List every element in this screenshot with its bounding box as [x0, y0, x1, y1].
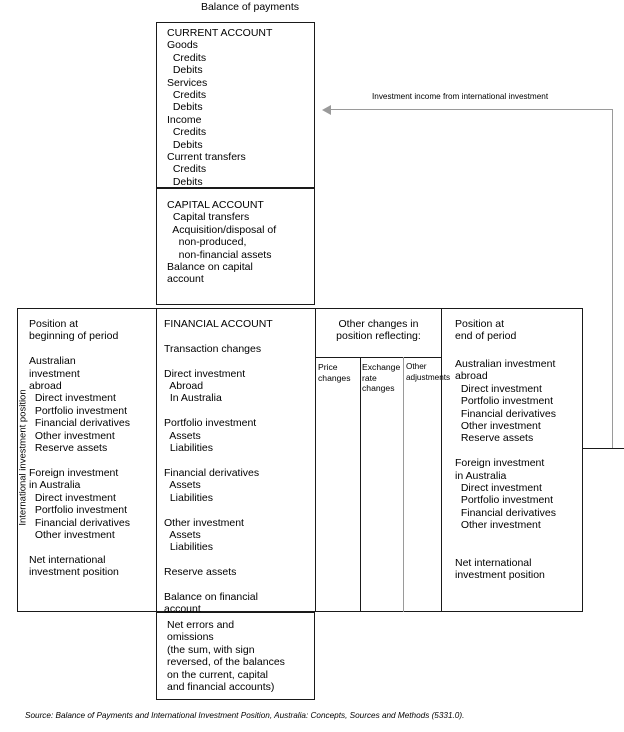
- other-changes-col-other-adjustments: Other adjustments: [406, 362, 451, 382]
- net-errors-text: Net errors and omissions (the sum, with …: [167, 619, 285, 694]
- iip-divider-1: [156, 308, 157, 612]
- iip-side-label: International investment position: [17, 389, 29, 526]
- iip-divider-3: [441, 308, 442, 612]
- other-changes-col-divider-2: [403, 357, 405, 612]
- iip-divider-2: [315, 308, 316, 612]
- position-beginning-text: Position at beginning of period Australi…: [29, 318, 130, 579]
- other-changes-title: Other changes in position reflecting:: [336, 318, 421, 343]
- other-changes-col-price: Price changes: [318, 362, 351, 383]
- net-errors-box: [156, 612, 315, 700]
- arrow-head-left-icon: [322, 104, 331, 115]
- position-end-return-line: [583, 447, 624, 449]
- page-title: Balance of payments: [200, 1, 300, 13]
- investment-income-arrow-vertical: [611, 109, 613, 449]
- investment-income-arrow-label: Investment income from international inv…: [372, 92, 549, 101]
- other-changes-col-exchange-rate: Exchange rate changes: [362, 362, 401, 394]
- position-end-text: Australian investment abroad Direct inve…: [455, 358, 556, 581]
- capital-account-text: CAPITAL ACCOUNT Capital transfers Acquis…: [167, 199, 277, 286]
- other-changes-col-divider-1: [360, 357, 361, 612]
- current-account-text: CURRENT ACCOUNT Goods Credits Debits Ser…: [167, 27, 273, 188]
- other-changes-header-rule: [316, 357, 441, 358]
- iip-band-box: [17, 308, 583, 612]
- position-end-heading: Position at end of period: [455, 318, 517, 343]
- capital-account-box: [156, 188, 315, 305]
- financial-account-text: FINANCIAL ACCOUNT Transaction changes Di…: [164, 318, 273, 616]
- source-note: Source: Balance of Payments and Internat…: [25, 711, 465, 720]
- investment-income-arrow-horizontal: [330, 109, 613, 111]
- current-account-box: [156, 22, 315, 188]
